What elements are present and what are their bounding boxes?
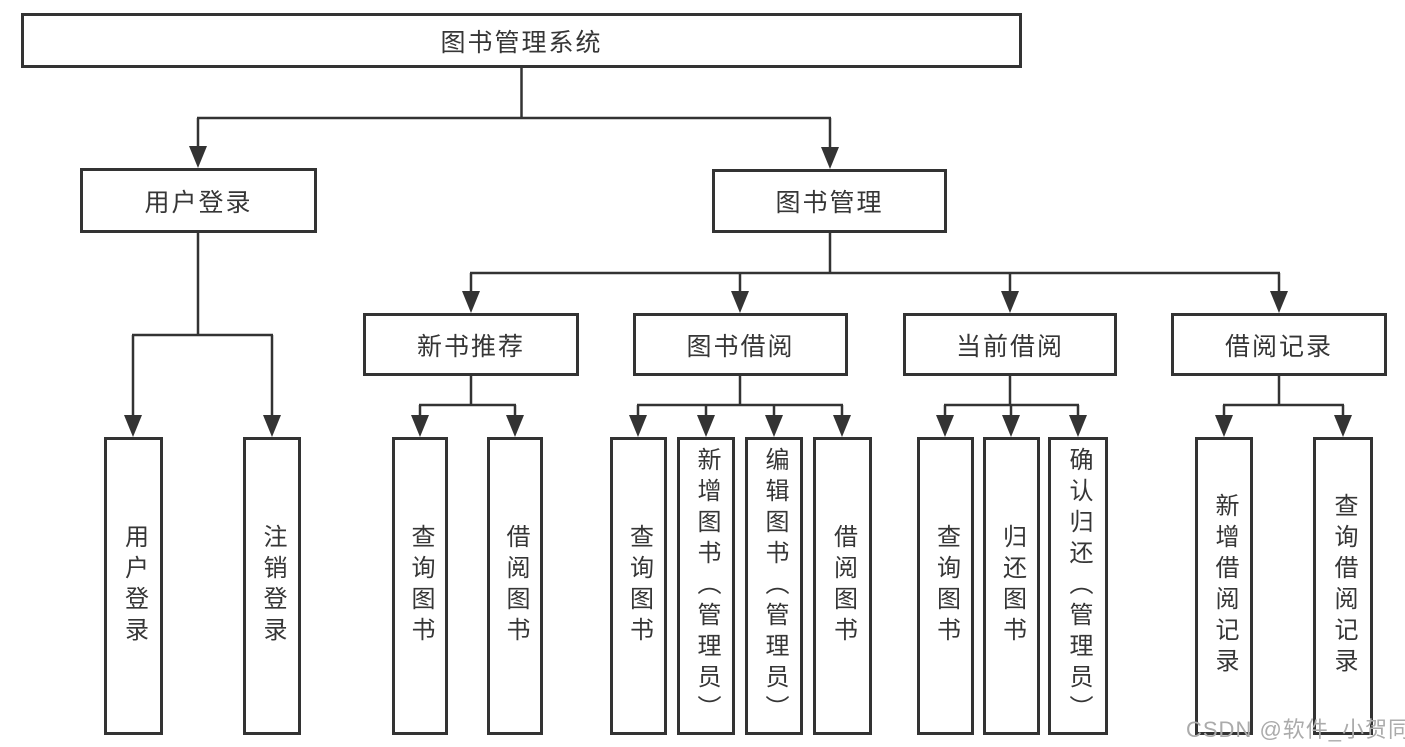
leaf-edit-book-admin: 编辑图书（管理员） xyxy=(745,437,803,735)
node-book-management: 图书管理 xyxy=(712,169,947,233)
leaf-query-borrow-record: 查询借阅记录 xyxy=(1313,437,1373,735)
node-current-borrow: 当前借阅 xyxy=(903,313,1117,376)
leaf-confirm-return-admin: 确认归还（管理员） xyxy=(1048,437,1108,735)
leaf-user-login: 用户登录 xyxy=(104,437,163,735)
leaf-add-borrow-record: 新增借阅记录 xyxy=(1195,437,1253,735)
leaf-borrow-book-2: 借阅图书 xyxy=(813,437,872,735)
leaf-add-book-admin: 新增图书（管理员） xyxy=(677,437,735,735)
leaf-return-book: 归还图书 xyxy=(983,437,1040,735)
node-user-login: 用户登录 xyxy=(80,168,317,233)
csdn-watermark: CSDN @软件_小贺同学 xyxy=(1186,717,1405,742)
leaf-query-book-2: 查询图书 xyxy=(610,437,667,735)
arrowheads xyxy=(124,146,1352,437)
node-root-system: 图书管理系统 xyxy=(21,13,1022,68)
leaf-query-book-3: 查询图书 xyxy=(917,437,974,735)
leaf-borrow-book-1: 借阅图书 xyxy=(487,437,543,735)
node-book-borrow: 图书借阅 xyxy=(633,313,848,376)
leaf-logout: 注销登录 xyxy=(243,437,301,735)
node-new-book-recommend: 新书推荐 xyxy=(363,313,579,376)
leaf-query-book-1: 查询图书 xyxy=(392,437,448,735)
node-borrow-records: 借阅记录 xyxy=(1171,313,1387,376)
